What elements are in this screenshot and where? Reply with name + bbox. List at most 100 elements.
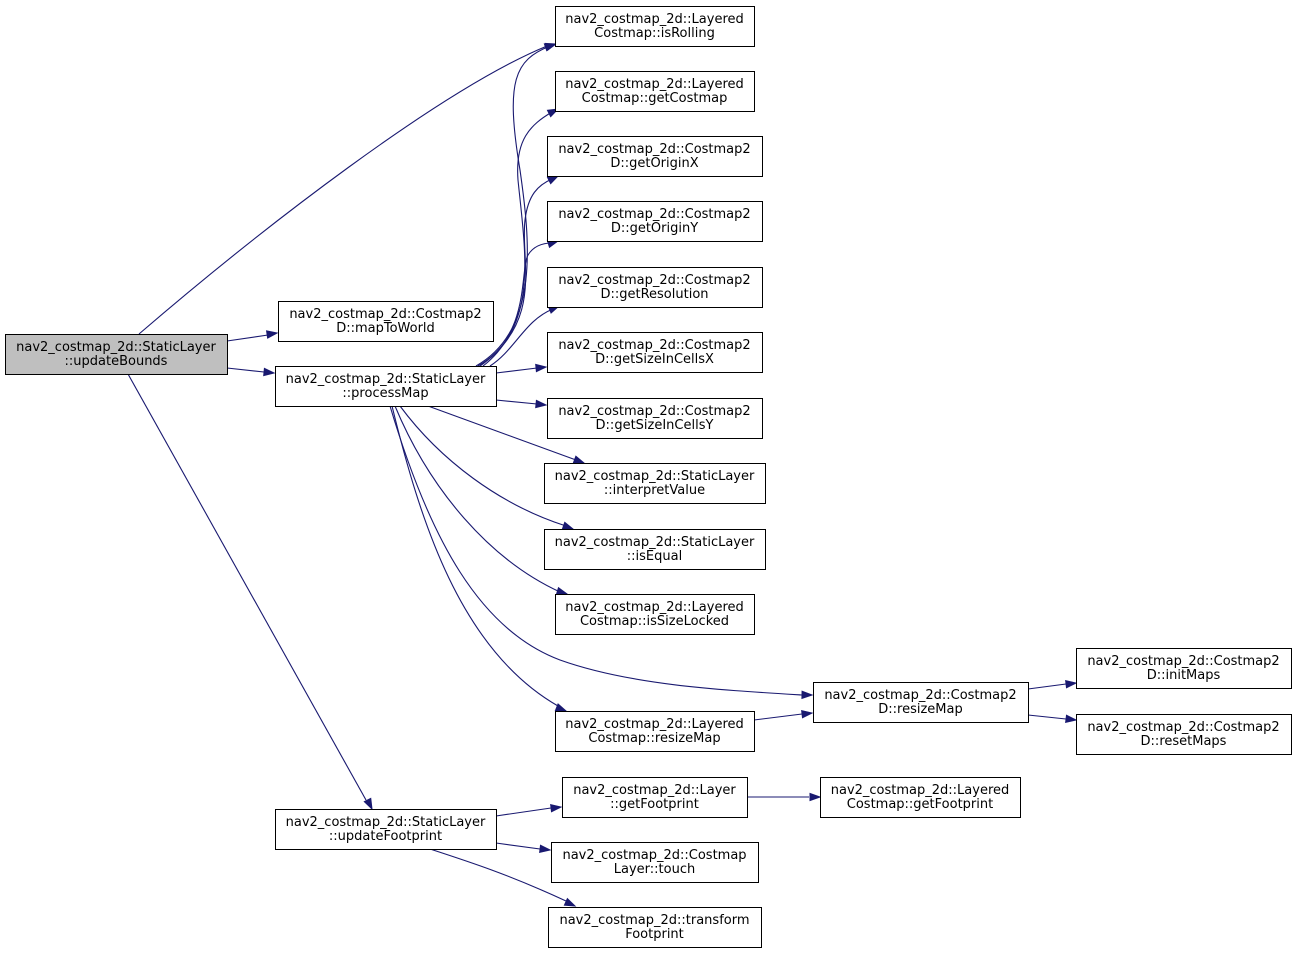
node-label-line1: nav2_costmap_2d::Layered — [565, 12, 744, 27]
node-lcResizeMap[interactable]: nav2_costmap_2d::LayeredCostmap::resizeM… — [555, 711, 755, 752]
node-box[interactable] — [551, 842, 759, 883]
edge-line — [1027, 714, 1067, 720]
node-box[interactable] — [275, 809, 497, 850]
edge-processMap-to-isEqual — [399, 405, 575, 530]
node-label-line2: ::getFootprint — [610, 797, 699, 812]
edge-arrowhead — [546, 175, 560, 185]
edge-line — [495, 842, 541, 850]
edge-layerGetFootprint-to-lcGetFootprint — [747, 792, 822, 802]
node-box[interactable] — [5, 334, 228, 375]
node-box[interactable] — [275, 366, 497, 407]
edge-arrowhead — [535, 399, 548, 409]
node-label-line1: nav2_costmap_2d::Costmap2 — [558, 142, 750, 157]
node-layerGetFootprint[interactable]: nav2_costmap_2d::Layer::getFootprint — [562, 777, 748, 818]
edge-updateBounds-to-processMap — [226, 367, 276, 377]
node-label-line1: nav2_costmap_2d::Costmap2 — [558, 338, 750, 353]
node-box[interactable] — [547, 398, 763, 439]
node-box[interactable] — [547, 267, 763, 308]
node-label-line2: ::processMap — [342, 386, 428, 401]
node-getCostmap[interactable]: nav2_costmap_2d::LayeredCostmap::getCost… — [555, 71, 755, 112]
node-label-line2: D::resetMaps — [1141, 734, 1227, 749]
node-label-line1: nav2_costmap_2d::StaticLayer — [16, 340, 216, 355]
edge-line — [753, 713, 803, 721]
node-box[interactable] — [548, 907, 762, 948]
edge-line — [495, 399, 538, 405]
node-isEqual[interactable]: nav2_costmap_2d::StaticLayer::isEqual — [544, 529, 766, 570]
node-box[interactable] — [1076, 648, 1292, 689]
node-label-line1: nav2_costmap_2d::Costmap2 — [1087, 720, 1279, 735]
node-label-line1: nav2_costmap_2d::StaticLayer — [555, 469, 755, 484]
edge-line — [427, 405, 577, 461]
edge-updateFootprint-to-layerGetFootprint — [495, 803, 563, 817]
node-label-line1: nav2_costmap_2d::Costmap2 — [558, 207, 750, 222]
edge-c2dResizeMap-to-resetMaps — [1027, 714, 1078, 724]
node-label-line2: Costmap::getFootprint — [847, 797, 993, 812]
node-label-line2: ::interpretValue — [604, 483, 705, 498]
edge-processMap-to-getSizeInCellsY — [495, 399, 548, 409]
node-processMap[interactable]: nav2_costmap_2d::StaticLayer::processMap — [275, 366, 497, 407]
edge-arrowhead — [555, 586, 569, 596]
edge-processMap-to-interpretValue — [427, 405, 586, 464]
node-getSizeInCellsX[interactable]: nav2_costmap_2d::Costmap2D::getSizeInCel… — [547, 332, 763, 373]
node-box[interactable] — [555, 711, 755, 752]
node-label-line1: nav2_costmap_2d::Layer — [573, 783, 736, 798]
node-label-line2: D::resizeMap — [878, 702, 962, 717]
node-label-line2: ::isEqual — [627, 549, 682, 564]
node-box[interactable] — [562, 777, 748, 818]
node-label-line1: nav2_costmap_2d::Costmap2 — [558, 404, 750, 419]
edge-line — [479, 178, 553, 367]
node-getResolution[interactable]: nav2_costmap_2d::Costmap2D::getResolutio… — [547, 267, 763, 308]
node-box[interactable] — [813, 682, 1029, 723]
edge-updateFootprint-to-touch — [495, 842, 552, 854]
edge-arrowhead — [554, 703, 568, 712]
node-label-line1: nav2_costmap_2d::Costmap — [562, 848, 746, 863]
edge-arrowhead — [550, 803, 563, 813]
edge-updateBounds-to-mapToWorld — [226, 330, 279, 342]
node-isSizeLocked[interactable]: nav2_costmap_2d::LayeredCostmap::isSizeL… — [555, 594, 755, 635]
edge-arrowhead — [1065, 679, 1078, 689]
node-box[interactable] — [278, 301, 494, 342]
edge-processMap-to-c2dResizeMap — [389, 405, 814, 700]
node-getSizeInCellsY[interactable]: nav2_costmap_2d::Costmap2D::getSizeInCel… — [547, 398, 763, 439]
node-box[interactable] — [820, 777, 1021, 818]
edge-line — [429, 848, 567, 902]
node-label-line2: D::getResolution — [600, 287, 708, 302]
edge-arrowhead — [539, 844, 552, 854]
node-box[interactable] — [544, 463, 766, 504]
edge-line — [394, 405, 561, 593]
node-label-line2: ::updateBounds — [65, 354, 168, 369]
node-box[interactable] — [555, 594, 755, 635]
node-updateFootprint[interactable]: nav2_costmap_2d::StaticLayer::updateFoot… — [275, 809, 497, 850]
node-label-line1: nav2_costmap_2d::Layered — [831, 783, 1010, 798]
node-label-line2: Footprint — [625, 927, 684, 942]
node-box[interactable] — [555, 6, 755, 47]
node-interpretValue[interactable]: nav2_costmap_2d::StaticLayer::interpretV… — [544, 463, 766, 504]
nodes-layer: nav2_costmap_2d::StaticLayer::updateBoun… — [5, 6, 1292, 948]
node-box[interactable] — [555, 71, 755, 112]
node-label-line1: nav2_costmap_2d::Costmap2 — [1087, 654, 1279, 669]
edge-arrowhead — [561, 521, 575, 530]
node-updateBounds[interactable]: nav2_costmap_2d::StaticLayer::updateBoun… — [5, 334, 228, 375]
edge-line — [391, 405, 559, 707]
node-box[interactable] — [547, 332, 763, 373]
node-box[interactable] — [1076, 714, 1292, 755]
node-isRolling[interactable]: nav2_costmap_2d::LayeredCostmap::isRolli… — [555, 6, 755, 47]
node-label-line2: Layer::touch — [614, 862, 695, 877]
edge-arrowhead — [535, 363, 548, 373]
edge-line — [1027, 683, 1067, 690]
node-box[interactable] — [547, 136, 763, 177]
edge-arrowhead — [265, 330, 279, 339]
node-lcGetFootprint[interactable]: nav2_costmap_2d::LayeredCostmap::getFoot… — [820, 777, 1021, 818]
node-box[interactable] — [544, 529, 766, 570]
node-box[interactable] — [547, 201, 763, 242]
edge-lcResizeMap-to-c2dResizeMap — [753, 709, 814, 721]
